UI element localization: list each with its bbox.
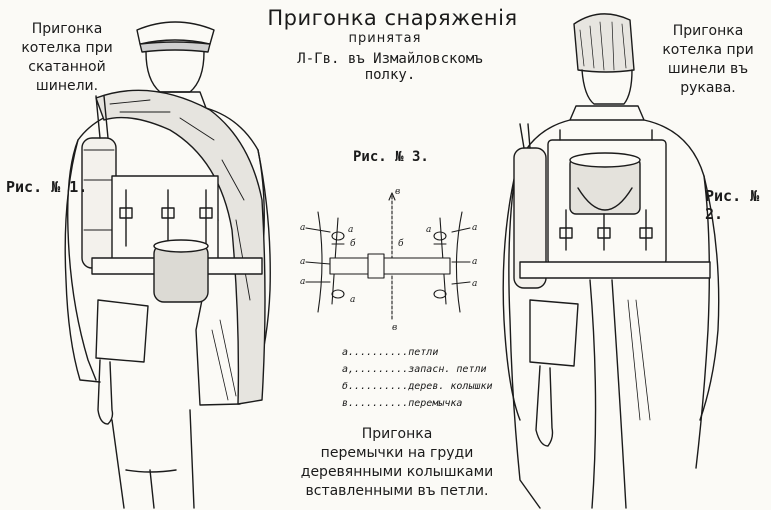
legend-text: дерев. колышки: [408, 381, 493, 392]
page-subtitle: принятая: [348, 31, 422, 46]
legend-row: а..........петли: [342, 347, 439, 358]
svg-text:а: а: [472, 223, 477, 233]
left-caption-line: шинели.: [35, 78, 99, 94]
figure-3-schematic: [305, 192, 471, 321]
figure-2-soldier: [502, 13, 720, 509]
legend-text: перемычка: [408, 398, 463, 409]
legend-row: б..........дерев. колышки: [342, 381, 493, 392]
svg-text:а: а: [426, 225, 431, 235]
page-subtitle-regiment: Л-Гв. въ Измайловскомъ полку.: [297, 51, 483, 83]
legend-key: а: [342, 347, 349, 358]
right-caption-line: рукава.: [680, 80, 736, 96]
bottom-caption-line: перемычки на груди: [320, 445, 474, 461]
figure-1-label: Рис. № 1.: [6, 178, 88, 196]
svg-text:а: а: [300, 277, 305, 287]
left-caption-line: Пригонка: [31, 21, 103, 37]
page-title: Пригонка снаряженія: [267, 6, 518, 30]
left-caption-line: котелка при: [21, 40, 113, 56]
legend-key: б: [342, 381, 349, 392]
svg-text:в: в: [395, 187, 400, 197]
right-caption-line: шинели въ: [667, 61, 749, 77]
legend-text: петли: [408, 347, 439, 358]
legend-row: в..........перемычка: [342, 398, 463, 409]
legend-key: а,: [342, 364, 355, 375]
left-caption-line: скатанной: [28, 59, 106, 75]
figure-3-letters: в в а а а а б б а а а а а: [300, 187, 477, 333]
svg-text:а: а: [348, 225, 353, 235]
bottom-caption-line: Пригонка: [361, 426, 433, 442]
right-caption-line: Пригонка: [672, 23, 744, 39]
svg-text:а: а: [300, 223, 305, 233]
right-caption: Пригонка котелка при шинели въ рукава.: [646, 22, 770, 98]
figure-3-legend: а..........петли а,.........запасн. петл…: [342, 344, 493, 412]
bottom-caption: Пригонка перемычки на груди деревянными …: [282, 425, 512, 501]
svg-text:а: а: [300, 257, 305, 267]
bottom-caption-line: вставленными въ петли.: [305, 483, 489, 499]
legend-text: запасн. петли: [408, 364, 487, 375]
svg-text:а: а: [472, 279, 477, 289]
legend-row: а,.........запасн. петли: [342, 364, 487, 375]
figure-2-label: Рис. № 2.: [705, 187, 760, 223]
svg-text:а: а: [350, 295, 355, 305]
legend-key: в: [342, 398, 349, 409]
left-caption: Пригонка котелка при скатанной шинели.: [6, 20, 128, 96]
figure-3-label: Рис. № 3.: [353, 149, 429, 165]
right-caption-line: котелка при: [662, 42, 754, 58]
svg-text:а: а: [472, 257, 477, 267]
svg-text:б: б: [398, 238, 404, 249]
bottom-caption-line: деревянными колышками: [300, 464, 494, 480]
figure-1-soldier: [64, 21, 271, 509]
svg-text:в: в: [392, 323, 397, 333]
svg-text:б: б: [350, 238, 356, 249]
